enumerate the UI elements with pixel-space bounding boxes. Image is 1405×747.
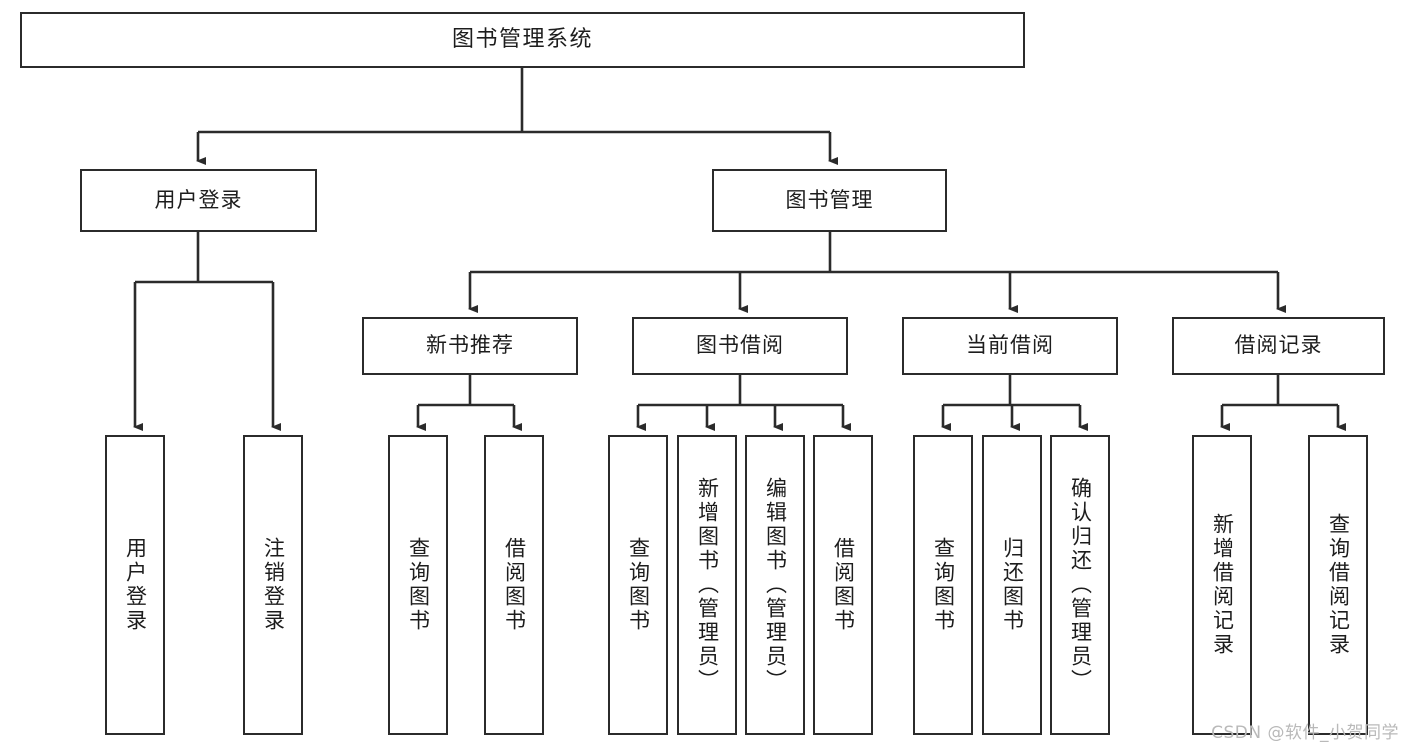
node-leaf-logout-login[interactable]: 注销登录 — [243, 435, 303, 735]
node-leaf-query-book-2[interactable]: 查询图书 — [608, 435, 668, 735]
node-label: 新增借阅记录 — [1210, 513, 1235, 657]
node-label: 注销登录 — [261, 537, 286, 633]
node-user-login[interactable]: 用户登录 — [80, 169, 317, 232]
node-label: 归还图书 — [1000, 537, 1025, 633]
node-leaf-add-record[interactable]: 新增借阅记录 — [1192, 435, 1252, 735]
node-label: 编辑图书（管理员） — [763, 477, 788, 693]
node-label: 查询图书 — [406, 537, 431, 633]
node-leaf-borrow-book-1[interactable]: 借阅图书 — [484, 435, 544, 735]
node-leaf-edit-book[interactable]: 编辑图书（管理员） — [745, 435, 805, 735]
node-current-borrow[interactable]: 当前借阅 — [902, 317, 1118, 375]
node-label: 新书推荐 — [426, 333, 514, 358]
node-label: 查询图书 — [931, 537, 956, 633]
node-label: 用户登录 — [154, 187, 243, 212]
node-label: 查询借阅记录 — [1326, 513, 1351, 657]
node-leaf-borrow-book-2[interactable]: 借阅图书 — [813, 435, 873, 735]
node-leaf-add-book[interactable]: 新增图书（管理员） — [677, 435, 737, 735]
node-leaf-query-record[interactable]: 查询借阅记录 — [1308, 435, 1368, 735]
node-root-book-management-system[interactable]: 图书管理系统 — [20, 12, 1025, 68]
node-leaf-return-book[interactable]: 归还图书 — [982, 435, 1042, 735]
node-label: 图书管理系统 — [451, 26, 593, 52]
node-label: 借阅图书 — [831, 537, 856, 633]
node-label: 图书管理 — [785, 187, 874, 212]
node-label: 借阅记录 — [1234, 333, 1323, 358]
node-leaf-confirm-return[interactable]: 确认归还（管理员） — [1050, 435, 1110, 735]
node-label: 新增图书（管理员） — [695, 477, 720, 693]
node-borrow-record[interactable]: 借阅记录 — [1172, 317, 1385, 375]
node-book-management[interactable]: 图书管理 — [712, 169, 947, 232]
node-label: 查询图书 — [626, 537, 651, 633]
node-label: 当前借阅 — [966, 333, 1054, 358]
node-leaf-query-book-3[interactable]: 查询图书 — [913, 435, 973, 735]
node-leaf-query-book-1[interactable]: 查询图书 — [388, 435, 448, 735]
node-label: 用户登录 — [123, 537, 148, 633]
node-leaf-user-login[interactable]: 用户登录 — [105, 435, 165, 735]
csdn-watermark: CSDN @软件_小贺同学 — [1211, 723, 1399, 743]
node-label: 图书借阅 — [696, 333, 784, 358]
node-book-borrow[interactable]: 图书借阅 — [632, 317, 848, 375]
node-label: 借阅图书 — [502, 537, 527, 633]
node-label: 确认归还（管理员） — [1068, 477, 1093, 693]
node-new-book-recommend[interactable]: 新书推荐 — [362, 317, 578, 375]
